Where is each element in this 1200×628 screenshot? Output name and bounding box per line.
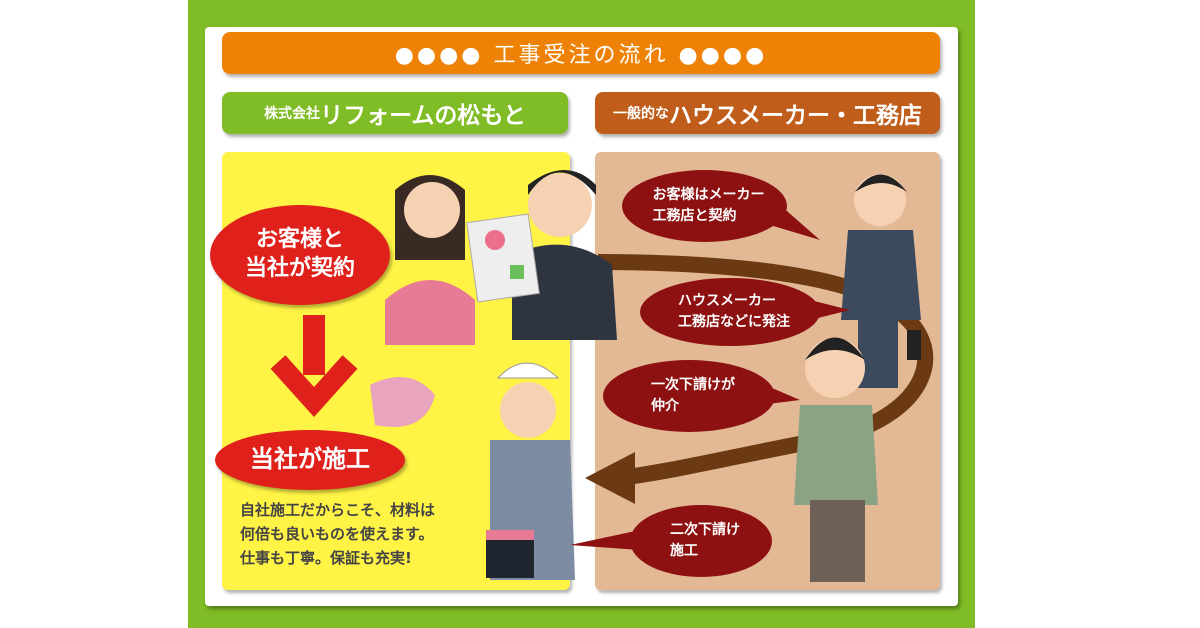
step-bubble-4: 二次下請け 施工	[630, 505, 772, 577]
flow-arrowhead-icon	[585, 452, 635, 504]
businessman-illustration	[841, 174, 921, 388]
bubble-tail	[810, 300, 850, 320]
down-arrow-icon	[270, 315, 358, 417]
general-header-name: ハウスメーカー・工務店	[669, 103, 922, 129]
page-title: ●●●● 工事受注の流れ ●●●●	[222, 32, 940, 74]
company-header-name: リフォームの松もと	[320, 103, 526, 129]
general-header-small: 一般的な	[613, 106, 669, 122]
worker-illustration	[794, 337, 878, 582]
salesman-illustration	[466, 170, 617, 340]
company-header-small: 株式会社	[264, 106, 321, 122]
company-note: 自社施工だからこそ、材料は 何倍も良いものを使えます。 仕事も丁寧。保証も充実!	[240, 501, 436, 567]
customer-illustration	[385, 175, 475, 345]
step-bubble-3: 一次下請けが 仲介	[603, 360, 775, 432]
step-bubble-1: お客様はメーカー 工務店と契約	[622, 170, 787, 242]
flow-arrow	[597, 254, 933, 486]
bubble-tail	[570, 530, 640, 550]
contract-bubble: お客様と 当社が契約	[210, 205, 390, 305]
general-header: 一般的なハウスメーカー・工務店	[595, 92, 940, 134]
construction-bubble: 当社が施工	[215, 430, 405, 490]
painter-illustration	[370, 362, 575, 580]
step-bubble-2: ハウスメーカー 工務店などに発注	[640, 278, 820, 346]
company-header: 株式会社リフォームの松もと	[222, 92, 568, 134]
